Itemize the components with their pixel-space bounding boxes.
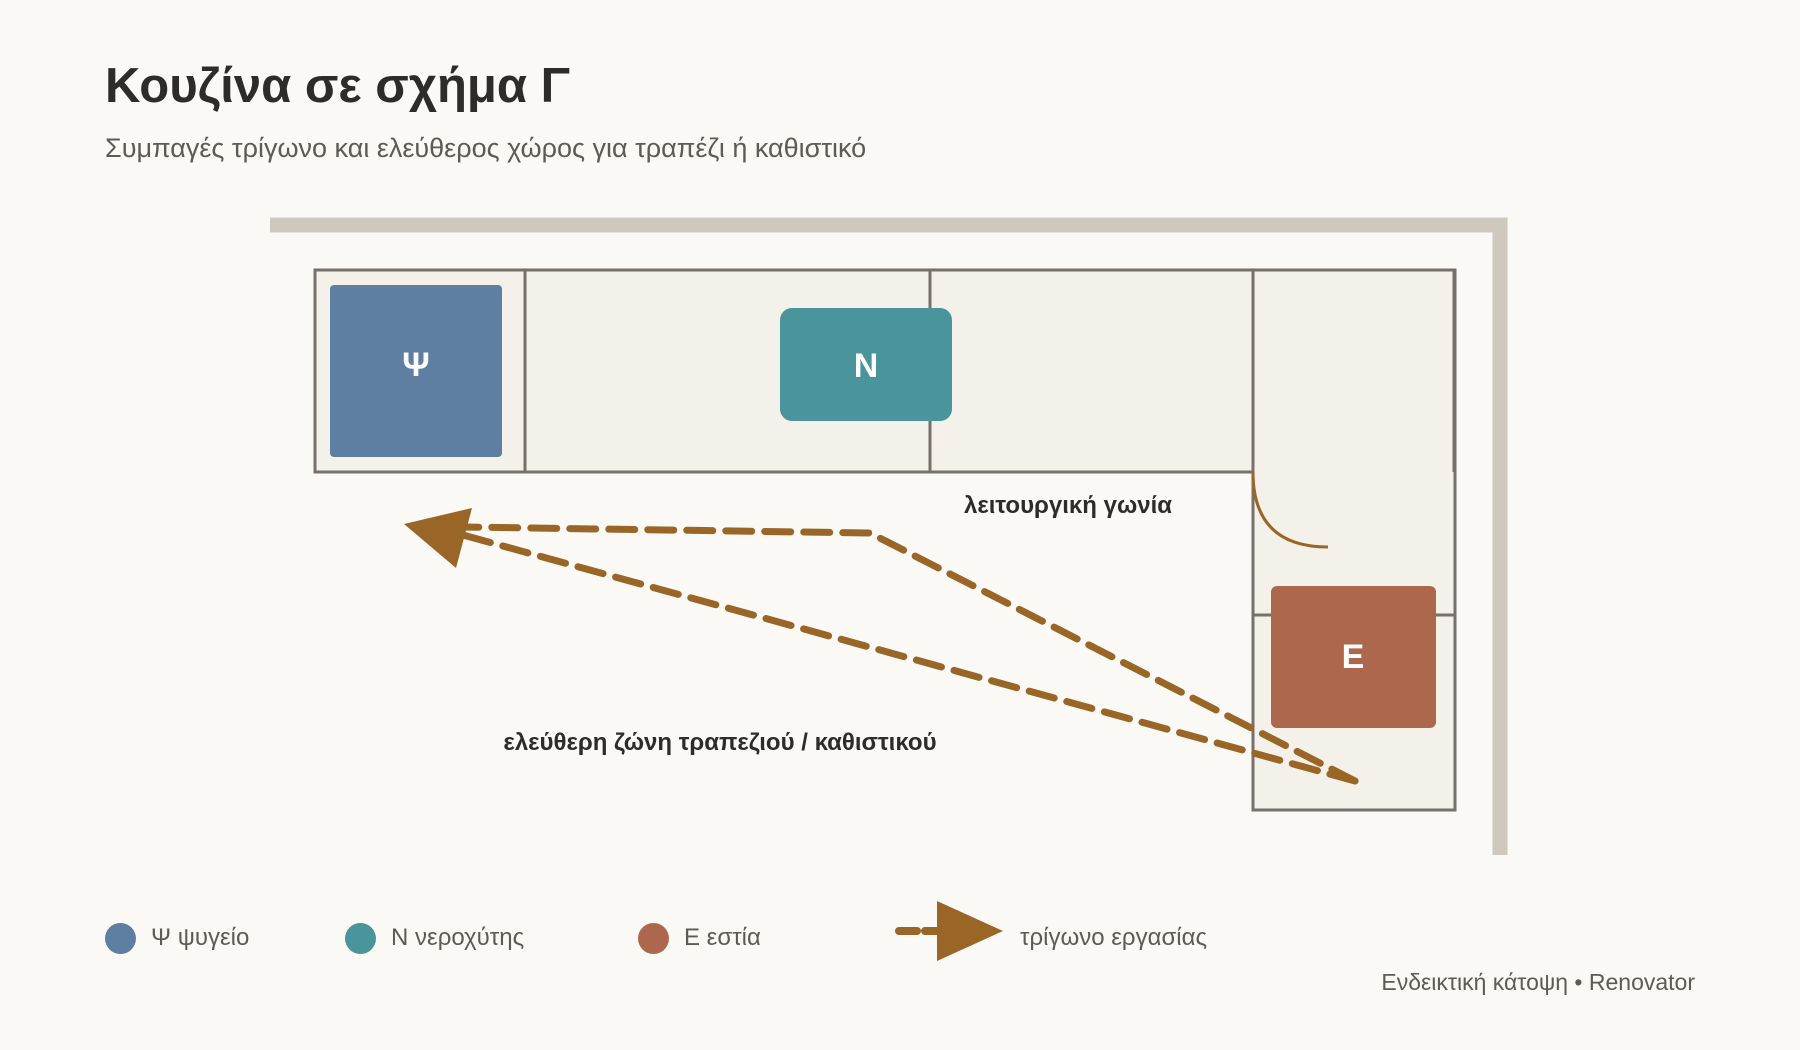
work-triangle-path xyxy=(459,523,1359,785)
wall xyxy=(270,217,1508,855)
fridge-letter: Ψ xyxy=(402,346,430,384)
corner-label: λειτουργική γωνία xyxy=(964,492,1172,519)
legend-item-stove: Ε εστία xyxy=(638,918,761,958)
page-title: Κουζίνα σε σχήμα Γ xyxy=(105,59,571,113)
sink-swatch xyxy=(345,922,376,954)
free-zone-label: ελεύθερη ζώνη τραπεζιού / καθιστικού xyxy=(503,729,936,756)
footer-credit: Ενδεικτική κάτοψη • Renovator xyxy=(1381,969,1695,995)
stove-letter: Ε xyxy=(1342,638,1365,676)
sink xyxy=(780,308,952,421)
stove-swatch xyxy=(638,922,669,954)
legend-item-fridge: Ψ ψυγείο xyxy=(105,918,249,958)
legend-label-fridge: Ψ ψυγείο xyxy=(151,924,250,951)
legend: Ψ ψυγείο Ν νεροχύτης Ε εστία τρίγωνο εργ… xyxy=(0,900,1800,961)
legend-label-stove: Ε εστία xyxy=(684,924,761,951)
fridge-swatch xyxy=(105,922,136,954)
door-swing-arc xyxy=(1251,471,1329,549)
legend-label-sink: Ν νεροχύτης xyxy=(391,924,525,951)
stove xyxy=(1271,586,1436,728)
legend-item-sink: Ν νεροχύτης xyxy=(345,918,524,958)
dashed-arrow-icon xyxy=(895,900,1003,961)
page-subtitle: Συμπαγές τρίγωνο και ελεύθερος χώρος για… xyxy=(105,133,867,163)
legend-item-triangle: τρίγωνο εργασίας xyxy=(895,900,1208,961)
work-triangle-path xyxy=(459,531,1359,785)
legend-label-triangle: τρίγωνο εργασίας xyxy=(1020,924,1208,951)
work-triangle-arrowhead xyxy=(404,508,472,568)
sink-letter: Ν xyxy=(854,347,879,385)
fridge xyxy=(330,285,502,457)
